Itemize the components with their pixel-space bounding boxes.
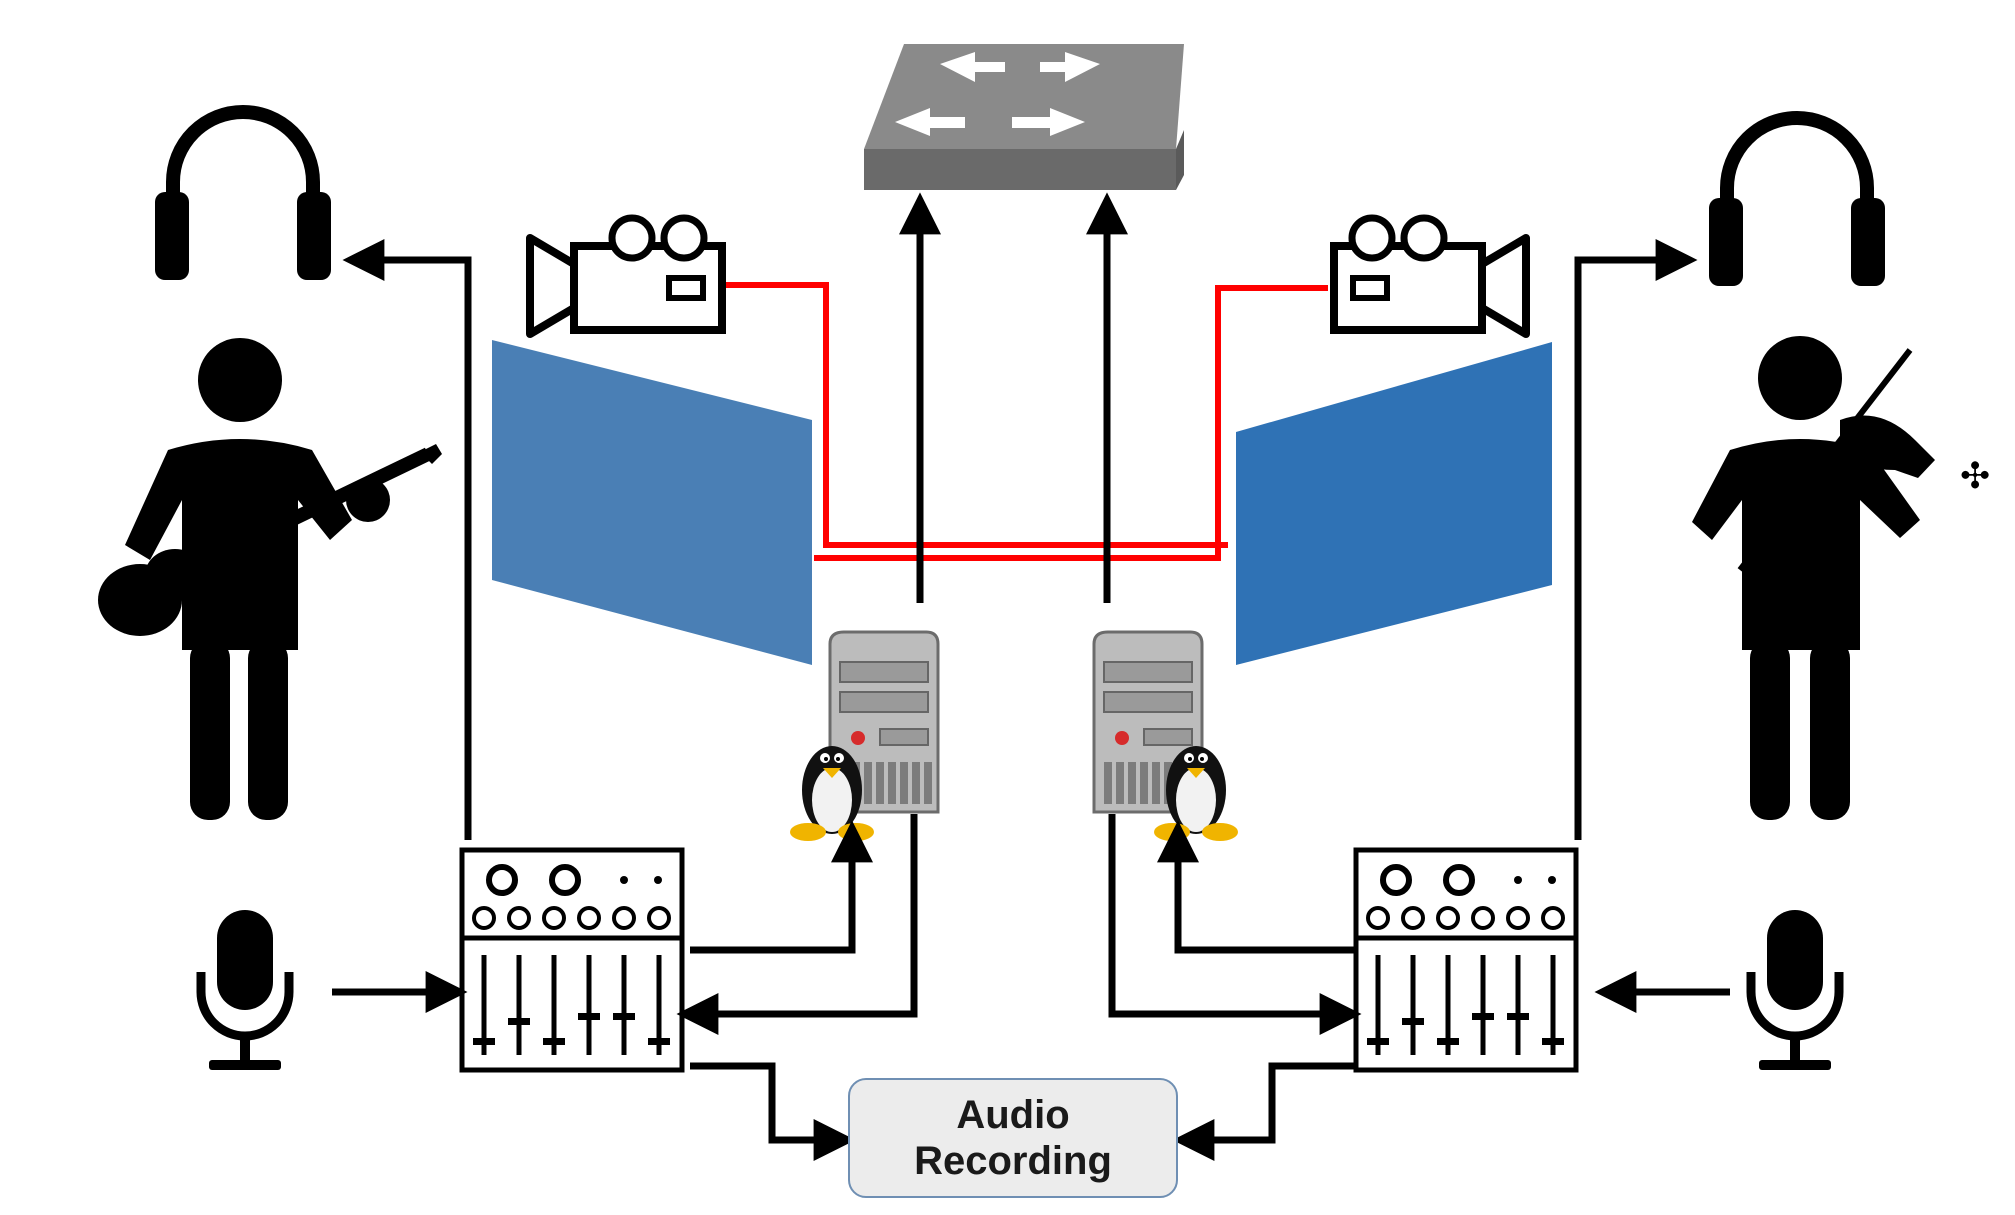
audio-recording-box: Audio Recording xyxy=(848,1078,1178,1198)
microphone-icon xyxy=(1751,910,1839,1070)
video-camera-icon xyxy=(1334,218,1526,334)
scroll-glyph: ✣ xyxy=(1960,456,1990,497)
video-link-lines xyxy=(713,282,1328,561)
signal-arrows xyxy=(332,192,1730,1161)
violin-player-icon: ✣ xyxy=(1692,336,1990,820)
audio-mixer-icon xyxy=(1356,850,1576,1070)
video-camera-icon xyxy=(530,218,722,334)
projection-screen-left xyxy=(492,340,812,665)
recording-label-line2: Recording xyxy=(914,1139,1112,1183)
projection-screen-right xyxy=(1236,342,1552,665)
guitar-player-icon xyxy=(98,338,442,820)
audio-mixer-icon xyxy=(462,850,682,1070)
headphones-icon xyxy=(1709,118,1885,286)
recording-label-line1: Audio xyxy=(956,1093,1070,1137)
headphones-icon xyxy=(155,112,331,280)
microphone-icon xyxy=(201,910,289,1070)
network-switch-icon xyxy=(864,44,1184,190)
